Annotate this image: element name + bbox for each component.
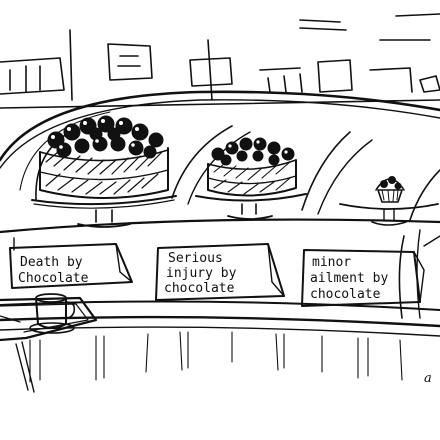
- display-case: [0, 90, 440, 383]
- sign-3-line-3: chocolate: [310, 287, 381, 302]
- cupcake: [339, 176, 439, 226]
- sign-2-line-3: chocolate: [164, 281, 235, 296]
- background-shelves: [0, 13, 440, 109]
- sign-minor-ailment-by-chocolate: minor ailment by chocolate: [301, 249, 425, 307]
- sign-2-line-2: injury by: [166, 266, 237, 281]
- sign-serious-injury-by-chocolate: Serious injury by chocolate: [155, 243, 285, 301]
- sign-1-line-2: Chocolate: [18, 271, 89, 286]
- sign-1-line-1: Death by: [20, 255, 83, 270]
- medium-cake: [195, 137, 307, 220]
- sign-death-by-chocolate: Death by Chocolate: [9, 243, 133, 289]
- sign-2-line-1: Serious: [168, 251, 223, 266]
- artist-signature: a: [424, 371, 432, 386]
- large-cake: [31, 115, 177, 228]
- tray-with-cup: [0, 293, 98, 393]
- sign-3-line-2: ailment by: [310, 271, 388, 286]
- sign-3-line-1: minor: [312, 255, 351, 270]
